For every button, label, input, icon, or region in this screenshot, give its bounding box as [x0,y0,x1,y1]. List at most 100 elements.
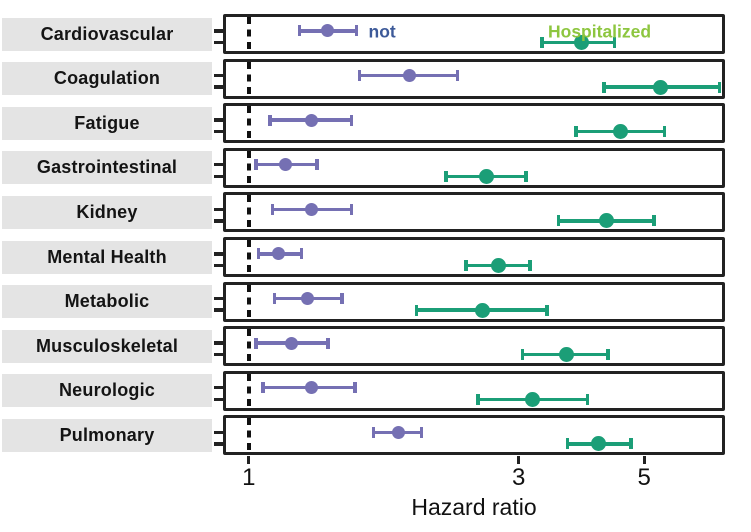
point-estimate-not [402,69,416,82]
ci-cap-low [270,203,275,215]
x-axis-tick-3 [517,456,521,465]
y-axis-tick [214,118,223,122]
reference-line [247,17,251,51]
y-axis-tick [214,162,223,167]
ci-cap-low [476,393,480,405]
y-axis-tick [214,296,223,301]
category-label-musculoskeletal: Musculoskeletal [2,329,212,363]
ci-cap-low [261,382,265,394]
ci-cap-high [419,426,424,438]
y-axis-tick [214,442,223,446]
point-estimate-not [301,292,315,305]
ci-cap-low [520,349,525,361]
category-label-coagulation: Coagulation [2,62,212,96]
ci-cap-high [652,215,656,227]
reference-line [247,150,251,185]
legend-hospitalized-label: Hospitalized [548,21,652,42]
ci-cap-low [371,426,376,438]
reference-line [247,329,251,364]
ci-cap-low [414,304,419,316]
point-estimate-not [304,381,318,395]
ci-cap-high [585,393,590,405]
ci-cap-high [528,259,532,271]
ci-cap-high [326,337,330,349]
ci-cap-low [268,114,272,126]
x-axis-tick-label-3: 3 [511,464,526,492]
facet-panel-gastrointestinal [214,147,725,188]
category-label-pulmonary: Pulmonary [2,418,212,452]
ci-cap-low [540,36,544,48]
facet-panel-kidney [214,192,725,233]
ci-cap-high [353,382,357,394]
x-axis-tick-label-5: 5 [637,464,651,492]
facet-panel-cardiovascular: not Hospitalized [214,14,725,54]
ci-cap-high [629,438,633,450]
ci-cap-high [455,70,460,81]
y-axis-tick [214,252,223,256]
category-label-fatigue: Fatigue [2,106,212,140]
ci-cap-low [464,259,468,271]
y-axis-tick [214,219,223,223]
y-axis-tick [214,207,223,212]
ci-cap-high [299,248,304,260]
y-axis-tick [214,85,223,89]
x-axis-tick-label-1: 1 [242,464,256,492]
category-label-gastrointestinal: Gastrointestinal [2,151,212,185]
ci-cap-high [662,126,667,138]
point-estimate-hospitalized [524,391,540,407]
ci-cap-low [254,159,258,171]
reference-line [247,418,251,453]
point-estimate-hospitalized [558,347,574,363]
point-estimate-hospitalized [599,213,615,229]
facet-panel-neurologic [214,370,725,411]
y-axis-tick [214,174,223,179]
point-estimate-hospitalized [475,302,491,318]
reference-line [247,61,251,96]
point-estimate-not [285,336,299,350]
y-axis-tick [214,40,223,45]
y-axis-tick [214,29,223,33]
point-estimate-not [278,158,292,172]
category-label-mental-health: Mental Health [2,240,212,274]
y-axis-tick [214,385,223,390]
point-estimate-not [392,425,406,439]
ci-cap-high [545,304,549,316]
reference-line [247,373,251,408]
point-estimate-hospitalized [573,34,589,50]
point-estimate-not [304,202,318,216]
point-estimate-hospitalized [490,257,506,273]
facet-panel-musculoskeletal [214,326,725,367]
legend-not-label: not [368,21,396,42]
ci-cap-low [357,70,362,81]
ci-cap-low [444,170,448,182]
point-estimate-not [321,24,335,38]
ci-cap-low [565,438,570,450]
category-label-kidney: Kidney [2,195,212,229]
y-axis-tick [214,352,223,357]
category-label-cardiovascular: Cardiovascular [2,17,212,51]
facet-panel-fatigue [214,103,725,144]
ci-cap-high [354,25,359,37]
point-estimate-not [304,113,318,127]
point-estimate-hospitalized [591,436,607,452]
y-axis-tick [214,73,223,78]
point-estimate-hospitalized [612,124,628,140]
y-axis-tick [214,308,223,312]
ci-cap-high [315,159,319,171]
y-axis-tick [214,263,223,268]
reference-line [247,195,251,230]
category-label-metabolic: Metabolic [2,285,212,319]
ci-cap-low [272,293,277,304]
x-axis-tick-5 [642,456,646,465]
facet-panel-mental-health [214,237,725,277]
ci-cap-high [349,114,354,126]
facet-panel-metabolic [214,281,725,322]
facet-panel-pulmonary [214,415,725,456]
y-axis-tick [214,397,223,402]
reference-line [247,106,251,141]
reference-line [247,284,251,319]
point-estimate-hospitalized [478,168,494,184]
ci-cap-low [256,248,261,260]
ci-cap-high [349,203,354,215]
facet-panel-coagulation [214,58,725,99]
